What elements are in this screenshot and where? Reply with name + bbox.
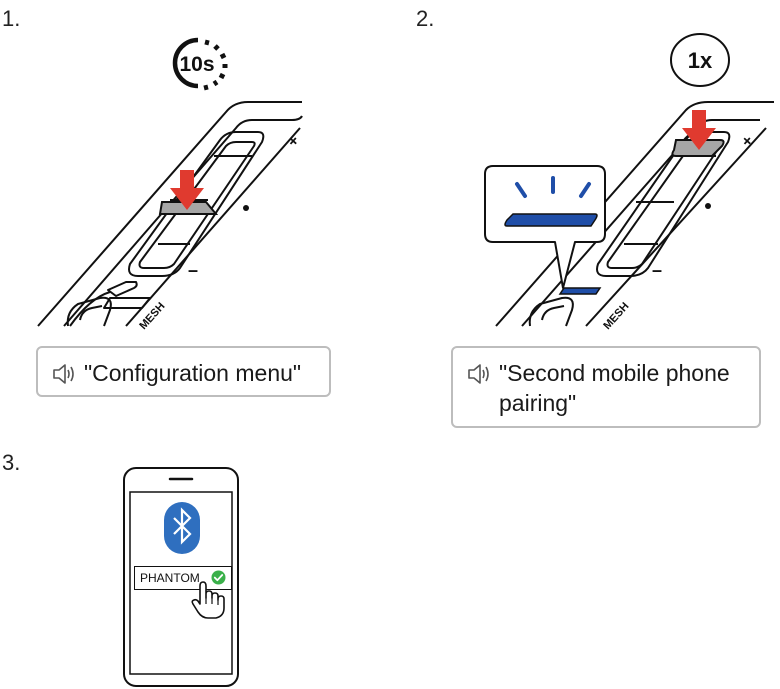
press-count-label: 1x [688,48,713,73]
voice-prompt-box-2: "Second mobile phone pairing" [451,346,761,428]
step-number: 3. [2,450,21,475]
check-icon [211,570,226,585]
device-list-item[interactable]: PHANTOM [134,566,232,590]
brand-label: MESH [137,300,167,332]
voice-prompt-line-1: "Second mobile phone [499,360,730,386]
step-number: 1. [2,6,21,31]
timer-label: 10s [179,53,214,76]
device-illustration-2: + – MESH [490,94,776,332]
center-dot [243,205,249,211]
minus-label: – [652,260,662,280]
speaker-icon [52,361,78,387]
voice-prompt-text: "Second mobile phone pairing" [499,358,730,418]
center-dot [705,203,711,209]
voice-prompt-text: "Configuration menu" [84,360,302,386]
device-illustration-1: + – MESH [30,98,330,332]
timer-10s-icon: 10s [168,34,234,92]
device-name: PHANTOM [140,571,200,585]
down-arrow-icon [682,110,716,150]
bluetooth-icon [164,502,200,554]
voice-prompt-line-2: pairing" [499,390,577,416]
led-callout [483,164,611,292]
press-1x-icon: 1x [668,32,732,88]
blue-light-icon [504,176,598,227]
minus-label: – [188,260,198,280]
down-arrow-icon [170,170,204,210]
led-indicator [558,287,602,295]
speaker-icon [467,361,493,387]
hand-pointer-icon [190,580,226,620]
voice-prompt-box-1: "Configuration menu" [36,346,331,397]
plus-label: + [738,132,757,150]
step-number: 2. [416,6,435,31]
